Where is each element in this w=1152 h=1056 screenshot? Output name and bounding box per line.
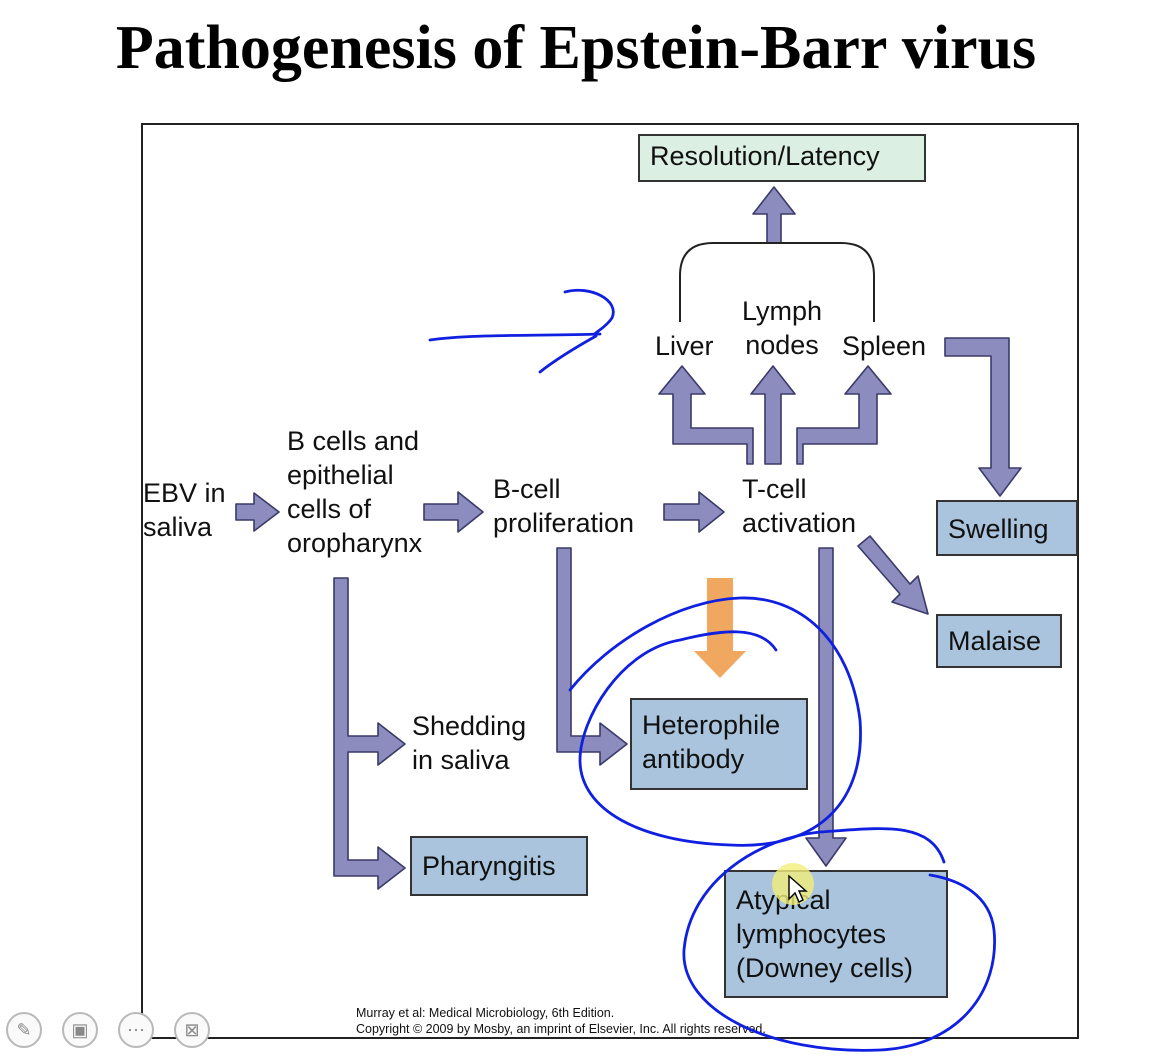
figure-credit: Murray et al: Medical Microbiology, 6th … <box>356 1006 766 1036</box>
box-swelling: Swelling <box>936 500 1078 556</box>
box-resolution-latency: Resolution/Latency <box>638 134 926 182</box>
arrow-to-resolution <box>752 186 796 244</box>
presentation-toolbar: ✎ ▣ ⋯ ⊠ <box>6 1012 210 1052</box>
pen-icon[interactable]: ✎ <box>6 1012 42 1048</box>
box-pharyngitis: Pharyngitis <box>410 836 588 896</box>
arrow-tcell-to-spleen <box>796 365 892 465</box>
organ-bracket <box>679 242 875 322</box>
ink-circle-atypical <box>682 827 996 1052</box>
arrow-tcell-to-malaise <box>857 535 929 615</box>
slide-icon[interactable]: ▣ <box>62 1012 98 1048</box>
arrow-tcell-to-liver <box>658 365 754 465</box>
screen-icon[interactable]: ⊠ <box>174 1012 210 1048</box>
box-malaise: Malaise <box>936 614 1062 668</box>
node-spleen: Spleen <box>842 331 927 361</box>
arrow-bcells-to-bprolif <box>423 491 484 533</box>
arrow-ebv-to-bcells <box>235 492 280 532</box>
arrow-tcell-to-atypical <box>805 547 847 867</box>
ink-arrow-stroke <box>428 332 602 342</box>
node-liver: Liver <box>655 331 714 361</box>
slide-title: Pathogenesis of Epstein-Barr virus <box>115 14 1037 82</box>
diagram-frame <box>141 123 1079 1039</box>
arrow-bcells-to-shedding-pharyngitis <box>333 577 406 890</box>
arrow-tcell-to-lymph <box>750 365 796 465</box>
more-icon[interactable]: ⋯ <box>118 1012 154 1048</box>
arrow-spleen-to-swelling <box>944 337 1022 497</box>
cursor-pointer-icon <box>788 874 808 903</box>
arrow-bprolif-to-heterophile <box>556 547 628 766</box>
arrow-bprolif-to-tcell <box>663 491 725 533</box>
ink-arrowhead-stroke <box>538 288 615 374</box>
ink-circle-heterophile <box>568 596 862 847</box>
